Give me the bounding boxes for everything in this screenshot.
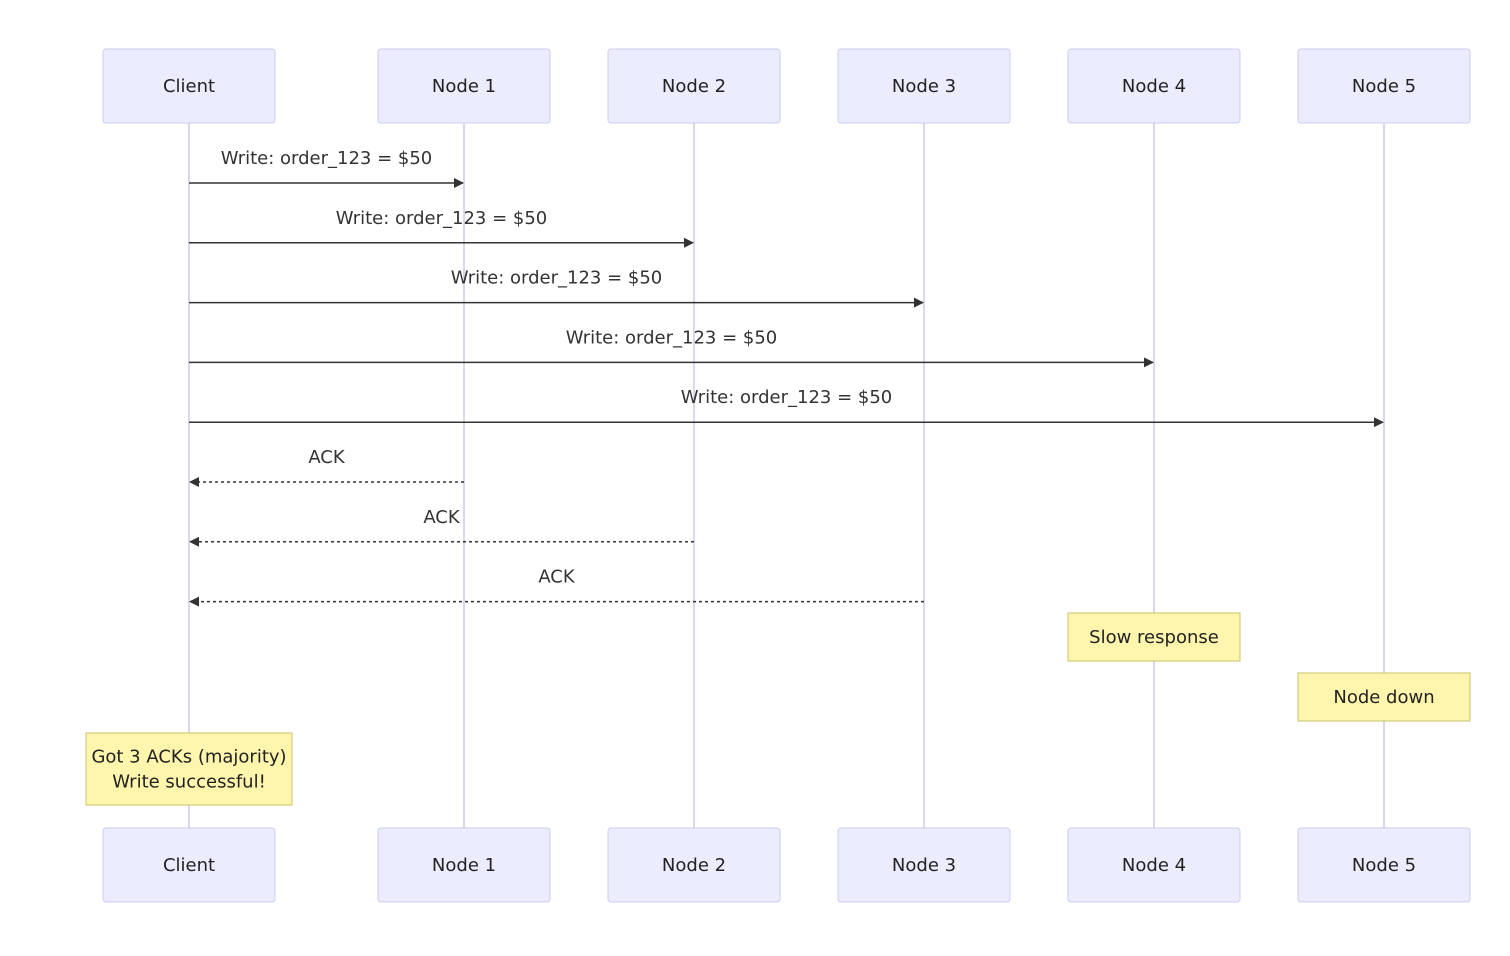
actor-n3-bottom: Node 3 <box>837 827 1011 903</box>
actor-box <box>837 827 1011 903</box>
actor-n4-top: Node 4 <box>1067 48 1241 124</box>
actor-label: Node 3 <box>892 855 956 876</box>
message-client-to-n5: Write: order_123 = $50 <box>189 387 1384 428</box>
actor-box <box>607 48 781 124</box>
actor-n2-top: Node 2 <box>607 48 781 124</box>
actor-box <box>1297 48 1471 124</box>
note-text: Write successful! <box>112 772 266 793</box>
actor-label: Node 2 <box>662 855 726 876</box>
actor-label: Node 5 <box>1352 76 1416 97</box>
message-label: Write: order_123 = $50 <box>336 208 548 229</box>
actor-n5-bottom: Node 5 <box>1297 827 1471 903</box>
actor-label: Client <box>163 855 215 876</box>
message-label: ACK <box>538 567 576 588</box>
actor-label: Node 2 <box>662 76 726 97</box>
actor-label: Node 1 <box>432 855 496 876</box>
actor-box <box>102 48 276 124</box>
actor-label: Client <box>163 76 215 97</box>
actor-n1-top: Node 1 <box>377 48 551 124</box>
message-label: Write: order_123 = $50 <box>566 327 778 348</box>
actor-box <box>377 48 551 124</box>
actor-label: Node 5 <box>1352 855 1416 876</box>
actor-box <box>1067 827 1241 903</box>
note-box <box>1067 612 1241 662</box>
actor-label: Node 1 <box>432 76 496 97</box>
message-label: Write: order_123 = $50 <box>451 268 663 289</box>
message-n3-to-client: ACK <box>189 567 924 607</box>
note-text: Slow response <box>1089 627 1219 648</box>
note-box <box>1297 672 1471 722</box>
actor-label: Node 4 <box>1122 855 1186 876</box>
message-n1-to-client: ACK <box>189 447 464 487</box>
message-client-to-n2: Write: order_123 = $50 <box>189 208 694 248</box>
actor-label: Node 4 <box>1122 76 1186 97</box>
actor-n4-bottom: Node 4 <box>1067 827 1241 903</box>
note-n4: Slow response <box>1067 612 1241 662</box>
actor-n1-bottom: Node 1 <box>377 827 551 903</box>
actor-n3-top: Node 3 <box>837 48 1011 124</box>
actor-box <box>837 48 1011 124</box>
actor-box <box>102 827 276 903</box>
actor-label: Node 3 <box>892 76 956 97</box>
note-text: Got 3 ACKs (majority) <box>91 747 286 768</box>
message-client-to-n3: Write: order_123 = $50 <box>189 268 924 308</box>
actor-box <box>607 827 781 903</box>
message-n2-to-client: ACK <box>189 507 694 547</box>
message-label: Write: order_123 = $50 <box>681 387 893 408</box>
actor-client-bottom: Client <box>102 827 276 903</box>
message-label: ACK <box>423 507 461 528</box>
actor-n2-bottom: Node 2 <box>607 827 781 903</box>
note-box <box>85 732 293 806</box>
note-n5: Node down <box>1297 672 1471 722</box>
message-client-to-n4: Write: order_123 = $50 <box>189 327 1154 368</box>
message-label: Write: order_123 = $50 <box>221 148 433 169</box>
actor-box <box>1067 48 1241 124</box>
actor-n5-top: Node 5 <box>1297 48 1471 124</box>
message-client-to-n1: Write: order_123 = $50 <box>189 148 464 188</box>
note-text: Node down <box>1333 687 1434 708</box>
actor-box <box>1297 827 1471 903</box>
actor-box <box>377 827 551 903</box>
message-label: ACK <box>308 447 346 468</box>
note-client: Got 3 ACKs (majority) Write successful! <box>85 732 293 806</box>
actor-client-top: Client <box>102 48 276 124</box>
